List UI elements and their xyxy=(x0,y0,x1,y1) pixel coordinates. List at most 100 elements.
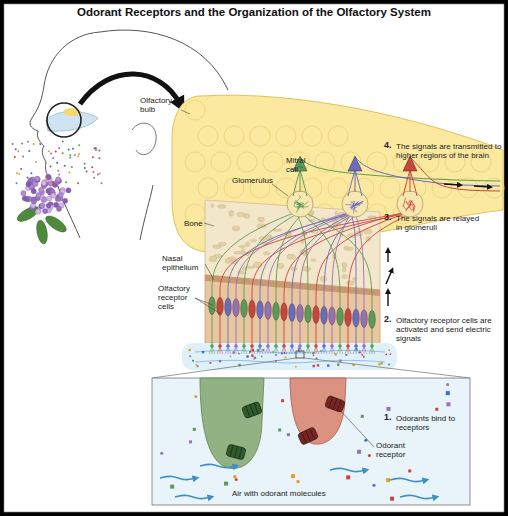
bone-pore xyxy=(344,246,349,250)
blossom xyxy=(63,198,68,203)
odorant-receptor xyxy=(241,401,262,418)
bone-pore xyxy=(263,252,270,255)
odorant-molecule xyxy=(233,475,236,478)
cilium xyxy=(284,347,287,354)
odorant-molecule xyxy=(254,357,256,359)
receptor-stripe xyxy=(337,400,341,411)
zoom-marker xyxy=(296,351,304,358)
receptor-dendrite xyxy=(292,320,293,346)
air-flow-arrow xyxy=(330,468,366,471)
cilium xyxy=(260,347,263,354)
odorant-dot xyxy=(93,148,95,150)
bulb-texture-circle xyxy=(263,152,283,172)
part-label: The signals are relayed in glomeruli xyxy=(396,214,482,232)
odorant-molecule xyxy=(378,363,380,365)
odorant-dot xyxy=(69,157,71,159)
zoom-line xyxy=(152,358,296,378)
neck-outline xyxy=(140,185,153,240)
mitral-dendrite xyxy=(403,170,410,196)
leader-line xyxy=(181,110,190,114)
air-flow-arrow xyxy=(160,476,196,479)
odorant-dot xyxy=(68,149,70,151)
odorant-dot xyxy=(22,155,24,157)
receptor-axon xyxy=(260,212,351,301)
cilium xyxy=(228,347,231,354)
odorant-molecule xyxy=(170,485,174,489)
odorant-dot xyxy=(33,143,35,145)
receptor-axon xyxy=(268,212,355,301)
receptor-cell xyxy=(361,310,368,328)
cilium xyxy=(265,347,268,354)
odorant-molecule xyxy=(160,452,163,455)
part-label: Odorant receptor xyxy=(376,441,426,459)
part-label: The signals are transmitted to higher re… xyxy=(396,142,502,160)
odorant-receptor xyxy=(297,427,318,445)
blossom xyxy=(47,196,52,201)
receptor-dendrite xyxy=(252,317,253,346)
bone-pore xyxy=(234,251,242,254)
receptor-axon xyxy=(236,212,351,299)
odorant-receptor xyxy=(226,444,246,460)
odorant-molecule xyxy=(261,356,263,358)
odorant-dot xyxy=(30,172,32,174)
cilium xyxy=(305,347,308,354)
bulb-texture-circle xyxy=(380,178,400,198)
receptor-dendrite xyxy=(276,319,277,346)
odorant-molecule xyxy=(251,354,253,356)
part-label: Glomerulus xyxy=(232,176,286,185)
part-label: Olfactory receptor cells are activated a… xyxy=(396,316,502,343)
leader-line xyxy=(205,264,214,280)
receptor-stripe xyxy=(246,406,250,417)
receptor-barrel xyxy=(297,427,318,445)
odorant-molecule xyxy=(189,355,191,357)
cilium xyxy=(324,347,327,354)
odorant-molecule xyxy=(313,365,315,367)
receptor-dendrite xyxy=(372,327,373,346)
mitral-axon xyxy=(410,157,500,191)
odorant-dot xyxy=(14,156,16,158)
odorant-molecule xyxy=(196,364,198,366)
receptor-dendrite xyxy=(236,316,237,346)
bone-pore xyxy=(225,259,231,264)
odorant-dot xyxy=(20,168,22,170)
odorant-dot xyxy=(12,143,14,145)
inset-box xyxy=(152,378,470,505)
bone-pore xyxy=(218,205,226,209)
odorant-molecule xyxy=(388,349,390,351)
callout-number: 1. xyxy=(384,413,398,422)
odorant-dot xyxy=(52,157,54,159)
blossom xyxy=(35,177,40,182)
receptor-cell xyxy=(329,307,336,325)
zoom-line xyxy=(304,358,470,378)
odorant-dot xyxy=(27,141,29,143)
receptor-dendrite xyxy=(300,321,301,346)
receptor-axon xyxy=(304,212,372,310)
cilium xyxy=(249,347,252,354)
receptor-dendrite xyxy=(356,326,357,346)
odorant-dot xyxy=(65,181,67,183)
air-flow-line xyxy=(195,360,385,363)
mitral-dendrite xyxy=(348,170,355,196)
odorant-dot xyxy=(35,161,37,163)
bone-pore xyxy=(232,226,240,231)
air-stream xyxy=(182,343,397,370)
bone-pore xyxy=(239,246,246,248)
mitral-cell-body xyxy=(348,156,362,171)
glomerulus-fiber xyxy=(294,202,309,207)
cilium xyxy=(236,347,239,354)
receptor-axon xyxy=(212,212,296,297)
odorant-dot xyxy=(16,182,18,184)
blossom xyxy=(42,209,47,214)
blossom xyxy=(40,203,45,208)
receptor-cell xyxy=(249,300,256,318)
title: Odorant Receptors and the Organization o… xyxy=(0,6,508,18)
odorant-molecule xyxy=(381,362,383,364)
blossom xyxy=(24,196,29,201)
receptor-dendrite xyxy=(284,320,285,346)
cilium xyxy=(281,347,284,354)
odorant-molecule xyxy=(361,415,364,418)
odorant-dot xyxy=(84,167,86,169)
cilium xyxy=(332,347,335,354)
